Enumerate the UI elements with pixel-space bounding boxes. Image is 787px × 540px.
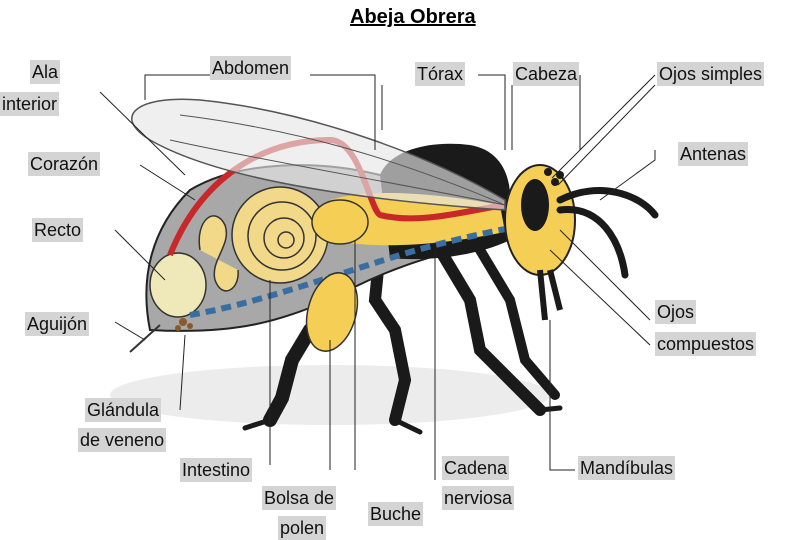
label-ojos-simples: Ojos simples	[657, 62, 764, 86]
label-aguijon: Aguijón	[25, 312, 89, 336]
label-antenas: Antenas	[678, 142, 748, 166]
label-intestino: Intestino	[180, 458, 252, 482]
label-mandibulas: Mandíbulas	[578, 456, 675, 480]
label-ojos-compuestos-line1: Ojos	[655, 300, 696, 324]
label-ala-line2: interior	[0, 92, 59, 116]
label-bolsa-line1: Bolsa de	[262, 486, 336, 510]
label-recto: Recto	[32, 218, 83, 242]
label-buche: Buche	[368, 502, 423, 526]
stinger-shape	[130, 325, 160, 352]
label-cabeza: Cabeza	[513, 62, 579, 86]
label-bolsa-line2: polen	[278, 516, 326, 540]
rectum-shape	[150, 253, 206, 317]
diagram-title: Abeja Obrera	[350, 6, 476, 29]
label-abdomen: Abdomen	[210, 56, 291, 80]
mandibles-shape	[540, 270, 560, 320]
label-corazon: Corazón	[28, 152, 100, 176]
label-cadena-line2: nerviosa	[442, 486, 514, 510]
compound-eye-shape	[521, 179, 549, 231]
label-glandula-line1: Glándula	[85, 398, 161, 422]
label-cadena-line1: Cadena	[442, 456, 509, 480]
label-glandula-line2: de veneno	[78, 428, 166, 452]
crop-shape	[312, 200, 368, 244]
label-torax: Tórax	[415, 62, 465, 86]
label-ala-line1: Ala	[30, 60, 60, 84]
label-ojos-compuestos-line2: compuestos	[655, 332, 756, 356]
